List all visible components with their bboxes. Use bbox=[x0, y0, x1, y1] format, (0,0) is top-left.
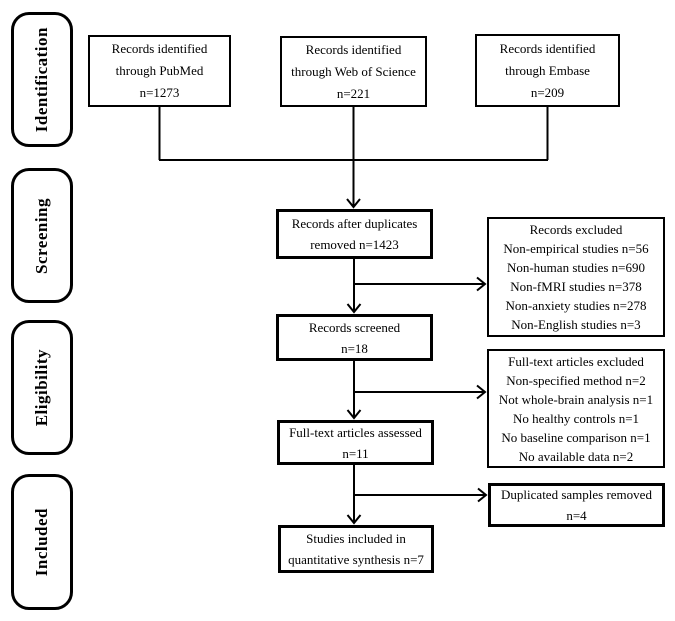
node-text-line: Non-empirical studies n=56 bbox=[503, 241, 649, 256]
node-fulltext-excluded: Full-text articles excluded Non-specifie… bbox=[487, 349, 665, 468]
node-fulltext-assessed: Full-text articles assessed n=11 bbox=[277, 420, 434, 465]
node-text-line: Studies included in bbox=[306, 531, 406, 546]
node-records-pubmed: Records identified through PubMed n=1273 bbox=[88, 35, 231, 107]
node-text-line: Not whole-brain analysis n=1 bbox=[498, 391, 654, 407]
node-text-line: Non-specified method n=2 bbox=[506, 372, 646, 388]
node-text-line: n=209 bbox=[530, 84, 565, 100]
node-text-line: No available data n=2 bbox=[518, 448, 634, 464]
node-text-line: n=11 bbox=[342, 445, 369, 461]
node-records-excluded: Records excluded Non-empirical studies n… bbox=[487, 217, 665, 337]
node-text-line: n=221 bbox=[336, 85, 371, 101]
node-text-line: Records identified bbox=[305, 41, 402, 57]
stage-label-text: Screening bbox=[32, 197, 51, 274]
stage-label-included: Included bbox=[11, 474, 73, 610]
node-text-line: through PubMed bbox=[115, 63, 204, 78]
stage-label-text: Identification bbox=[32, 26, 51, 133]
node-text-line: Records identified bbox=[111, 41, 208, 56]
node-text-line: Records excluded bbox=[529, 222, 623, 237]
stage-label-text: Eligibility bbox=[32, 348, 51, 427]
node-text-line: No healthy controls n=1 bbox=[512, 410, 640, 426]
node-text-line: Non-anxiety studies n=278 bbox=[505, 298, 647, 313]
stage-label-screening: Screening bbox=[11, 168, 73, 303]
node-text-line: Non-human studies n=690 bbox=[506, 260, 646, 275]
node-text-line: through Web of Science bbox=[291, 63, 416, 79]
node-text-line: Full-text articles excluded bbox=[508, 353, 644, 369]
node-text-line: No baseline comparison n=1 bbox=[501, 429, 651, 445]
node-text-line: Non-English studies n=3 bbox=[511, 317, 641, 332]
node-text-line: quantitative synthesis n=7 bbox=[288, 552, 424, 567]
node-text-line: Duplicated samples removed bbox=[501, 487, 652, 502]
node-studies-included: Studies included in quantitative synthes… bbox=[278, 525, 434, 573]
node-text-line: n=4 bbox=[566, 508, 587, 523]
node-duplicated-samples-removed: Duplicated samples removed n=4 bbox=[488, 483, 665, 527]
node-text-line: through Embase bbox=[505, 62, 590, 78]
node-text-line: removed n=1423 bbox=[310, 237, 399, 252]
stage-label-eligibility: Eligibility bbox=[11, 320, 73, 455]
node-records-web-of-science: Records identified through Web of Scienc… bbox=[280, 36, 427, 107]
node-text-line: Non-fMRI studies n=378 bbox=[510, 279, 642, 294]
node-records-embase: Records identified through Embase n=209 bbox=[475, 34, 620, 107]
node-text-line: Records screened bbox=[308, 319, 401, 335]
node-text-line: n=1273 bbox=[139, 85, 180, 100]
node-text-line: Records identified bbox=[499, 40, 596, 56]
node-text-line: Full-text articles assessed bbox=[289, 424, 422, 440]
stage-label-identification: Identification bbox=[11, 12, 73, 147]
node-text-line: n=18 bbox=[341, 340, 368, 356]
stage-label-text: Included bbox=[32, 507, 51, 577]
node-text-line: Records after duplicates bbox=[291, 216, 418, 231]
node-records-after-duplicates: Records after duplicates removed n=1423 bbox=[276, 209, 433, 259]
node-records-screened: Records screened n=18 bbox=[276, 314, 433, 361]
